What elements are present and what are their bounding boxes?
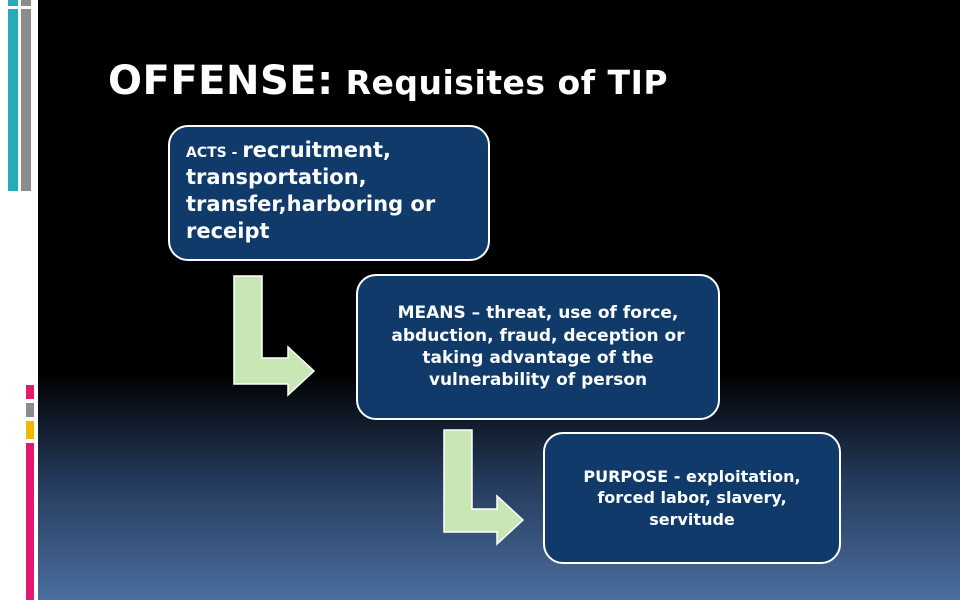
step-purpose-box: PURPOSE - exploitation, forced labor, sl… [543,432,841,564]
accent-bar-cyan-top [8,0,18,6]
page-title: OFFENSE: Requisites of TIP [108,58,668,104]
accent-bar-gray [21,9,31,191]
step-acts-label: ACTS - [186,145,243,161]
step-acts-box: ACTS - recruitment, transportation, tran… [168,125,490,261]
accent-bar-yellow [26,421,34,439]
step-purpose-text: PURPOSE - exploitation, forced labor, sl… [583,466,801,529]
accent-bar-gray-b [26,403,34,417]
accent-bar-cyan [8,9,18,191]
title-rest: Requisites of TIP [333,63,669,102]
accent-bar-pink-b [26,443,34,600]
step-means-box: MEANS – threat, use of force, abduction,… [356,274,720,420]
title-main: OFFENSE: [108,58,334,104]
accent-bar-gray-top [21,0,31,6]
accent-bar-pink-a [26,385,34,399]
step-means-text: MEANS – threat, use of force, abduction,… [391,303,685,391]
step-acts-text: recruitment, transportation, transfer,ha… [186,138,436,243]
